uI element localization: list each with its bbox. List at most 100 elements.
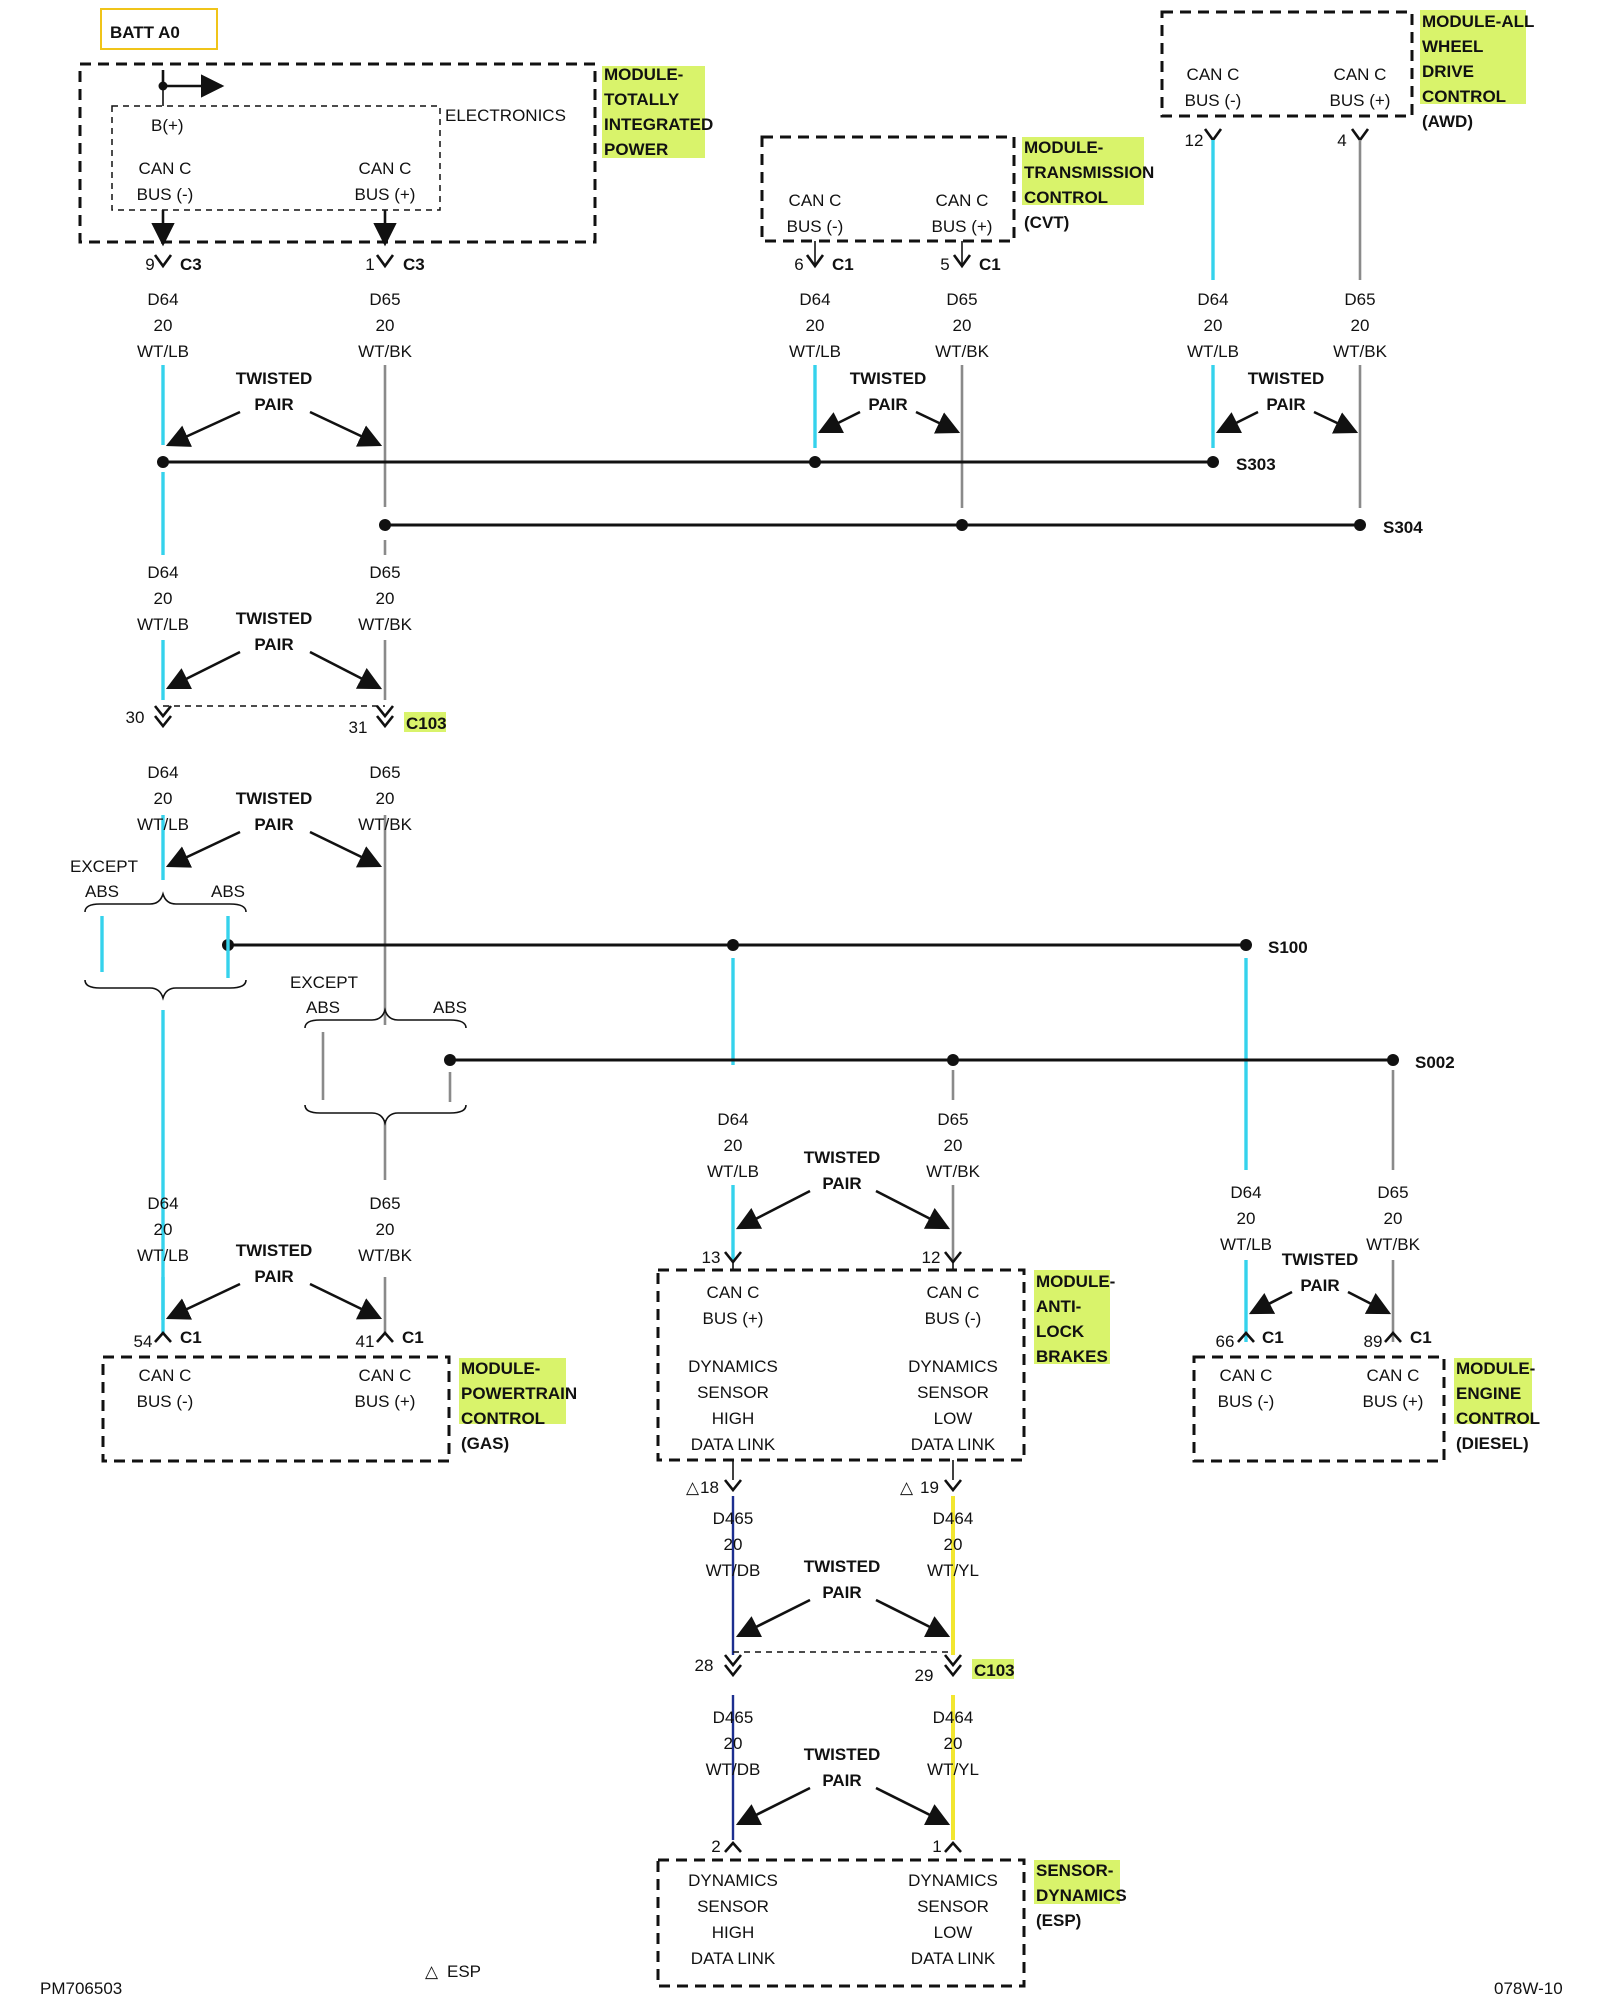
abs-sub-left-1: DYNAMICS: [688, 1357, 778, 1376]
abs-pin-right-2: BUS (-): [925, 1309, 982, 1328]
tp5-l2: PAIR: [254, 815, 293, 834]
abs-title-2: ANTI-: [1036, 1297, 1081, 1316]
c103-top-name: C103: [406, 714, 447, 733]
tp7-l1: TWISTED: [236, 1241, 313, 1260]
pcm-note: (GAS): [461, 1434, 509, 1453]
awd-title-2: WHEEL: [1422, 37, 1483, 56]
tipm-pin-right-2: BUS (+): [355, 185, 416, 204]
abs-sub-left-3: HIGH: [712, 1409, 755, 1428]
twisted-pair-2: TWISTED PAIR: [817, 369, 961, 434]
splice-s100: S100: [222, 938, 1308, 957]
w1-color: WT/LB: [137, 342, 189, 361]
pcm-pin-left-1: CAN C: [139, 1366, 192, 1385]
ecm-note: (DIESEL): [1456, 1434, 1529, 1453]
w14-id: D65: [369, 1194, 400, 1213]
splice-s304: S304: [379, 518, 1423, 537]
abs-sub-right-3: LOW: [934, 1409, 973, 1428]
c103-bot-pin-l: 28: [695, 1656, 714, 1675]
tcm-note: (CVT): [1024, 213, 1069, 232]
module-pcm: 54 C1 41 C1 CAN C BUS (-) CAN C BUS (+): [101, 1328, 451, 1463]
tp5-l1: TWISTED: [236, 789, 313, 808]
connector-tcm: 6 C1 5 C1: [794, 241, 1001, 274]
tp10-l2: PAIR: [822, 1771, 861, 1790]
tp3-l1: TWISTED: [1248, 369, 1325, 388]
w10-color: WT/BK: [358, 815, 412, 834]
w16-id: D65: [1377, 1183, 1408, 1202]
awd-title-3: DRIVE: [1422, 62, 1474, 81]
awd-pin-right-1: CAN C: [1334, 65, 1387, 84]
ecm-conn-r: C1: [1410, 1328, 1432, 1347]
splice-s303: S303: [157, 455, 1276, 474]
tcm-pin-right-2: BUS (+): [932, 217, 993, 236]
twisted-pair-9: TWISTED PAIR: [735, 1557, 951, 1638]
tp3-l2: PAIR: [1266, 395, 1305, 414]
w11-id: D64: [717, 1110, 748, 1129]
tipm-bplus: B(+): [151, 116, 184, 135]
tipm-conn-l: C3: [180, 255, 202, 274]
except-right-abs-1: ABS: [306, 998, 340, 1017]
tp10-l1: TWISTED: [804, 1745, 881, 1764]
abs-title-4: BRAKES: [1036, 1347, 1108, 1366]
s303-label: S303: [1236, 455, 1276, 474]
w9-id: D64: [147, 763, 178, 782]
legend-triangle: △: [425, 1962, 439, 1981]
w14-color: WT/BK: [358, 1246, 412, 1265]
tp8-l2: PAIR: [1300, 1276, 1339, 1295]
w15-color: WT/LB: [1220, 1235, 1272, 1254]
abs-out-pin-l: 18: [700, 1478, 719, 1497]
tp1-l2: PAIR: [254, 395, 293, 414]
tipm-pin-l: 9: [145, 255, 154, 274]
w12-color: WT/BK: [926, 1162, 980, 1181]
abs-sub-left-4: DATA LINK: [691, 1435, 776, 1454]
pcm-pin-left-2: BUS (-): [137, 1392, 194, 1411]
except-right-label: EXCEPT: [290, 973, 358, 992]
module-ecm: 66 C1 89 C1 CAN C BUS (-) CAN C BUS (+): [1192, 1328, 1446, 1463]
batt-label: BATT A0: [110, 23, 180, 42]
esp-sub-left-3: HIGH: [712, 1923, 755, 1942]
tipm-conn-r: C3: [403, 255, 425, 274]
twisted-pair-6: TWISTED PAIR: [735, 1148, 951, 1230]
except-abs-left: EXCEPT ABS ABS: [70, 857, 247, 1001]
w5-id: D64: [1197, 290, 1228, 309]
except-left-abs-1: ABS: [85, 882, 119, 901]
except-left-label: EXCEPT: [70, 857, 138, 876]
esp-pin-l: 2: [711, 1837, 720, 1856]
esp-sub-right-1: DYNAMICS: [908, 1871, 998, 1890]
w1-id: D64: [147, 290, 178, 309]
w3-gauge: 20: [806, 316, 825, 335]
tipm-title-3: INTEGRATED: [604, 115, 713, 134]
c103-top-pin-r: 31: [349, 718, 368, 737]
tp8-l1: TWISTED: [1282, 1250, 1359, 1269]
abs-pin-left-1: CAN C: [707, 1283, 760, 1302]
w8-gauge: 20: [376, 589, 395, 608]
tp1-l1: TWISTED: [236, 369, 313, 388]
tp4-l1: TWISTED: [236, 609, 313, 628]
awd-note: (AWD): [1422, 112, 1473, 131]
ecm-pin-left-1: CAN C: [1220, 1366, 1273, 1385]
twisted-pair-8: TWISTED PAIR: [1248, 1250, 1392, 1315]
w9-color: WT/LB: [137, 815, 189, 834]
abs-esp-tri-r: △: [900, 1478, 914, 1497]
w2-id: D65: [369, 290, 400, 309]
footer-right: 078W-10: [1494, 1979, 1563, 1998]
tipm-title-1: MODULE-: [604, 65, 683, 84]
s002-label: S002: [1415, 1053, 1455, 1072]
w20-gauge: 20: [944, 1734, 963, 1753]
ecm-title-2: ENGINE: [1456, 1384, 1521, 1403]
pcm-pin-right-2: BUS (+): [355, 1392, 416, 1411]
tcm-pin-left-2: BUS (-): [787, 217, 844, 236]
s304-label: S304: [1383, 518, 1423, 537]
except-right-abs-2: ABS: [433, 998, 467, 1017]
esp-sub-right-2: SENSOR: [917, 1897, 989, 1916]
w13-color: WT/LB: [137, 1246, 189, 1265]
tp6-l1: TWISTED: [804, 1148, 881, 1167]
c103-bot-pin-r: 29: [915, 1666, 934, 1685]
ecm-conn-l: C1: [1262, 1328, 1284, 1347]
tp9-l2: PAIR: [822, 1583, 861, 1602]
esp-sub-left-1: DYNAMICS: [688, 1871, 778, 1890]
w9-gauge: 20: [154, 789, 173, 808]
tcm-title-1: MODULE-: [1024, 138, 1103, 157]
ecm-pin-right-2: BUS (+): [1363, 1392, 1424, 1411]
abs-pin-l: 13: [702, 1248, 721, 1267]
tcm-pin-left-1: CAN C: [789, 191, 842, 210]
